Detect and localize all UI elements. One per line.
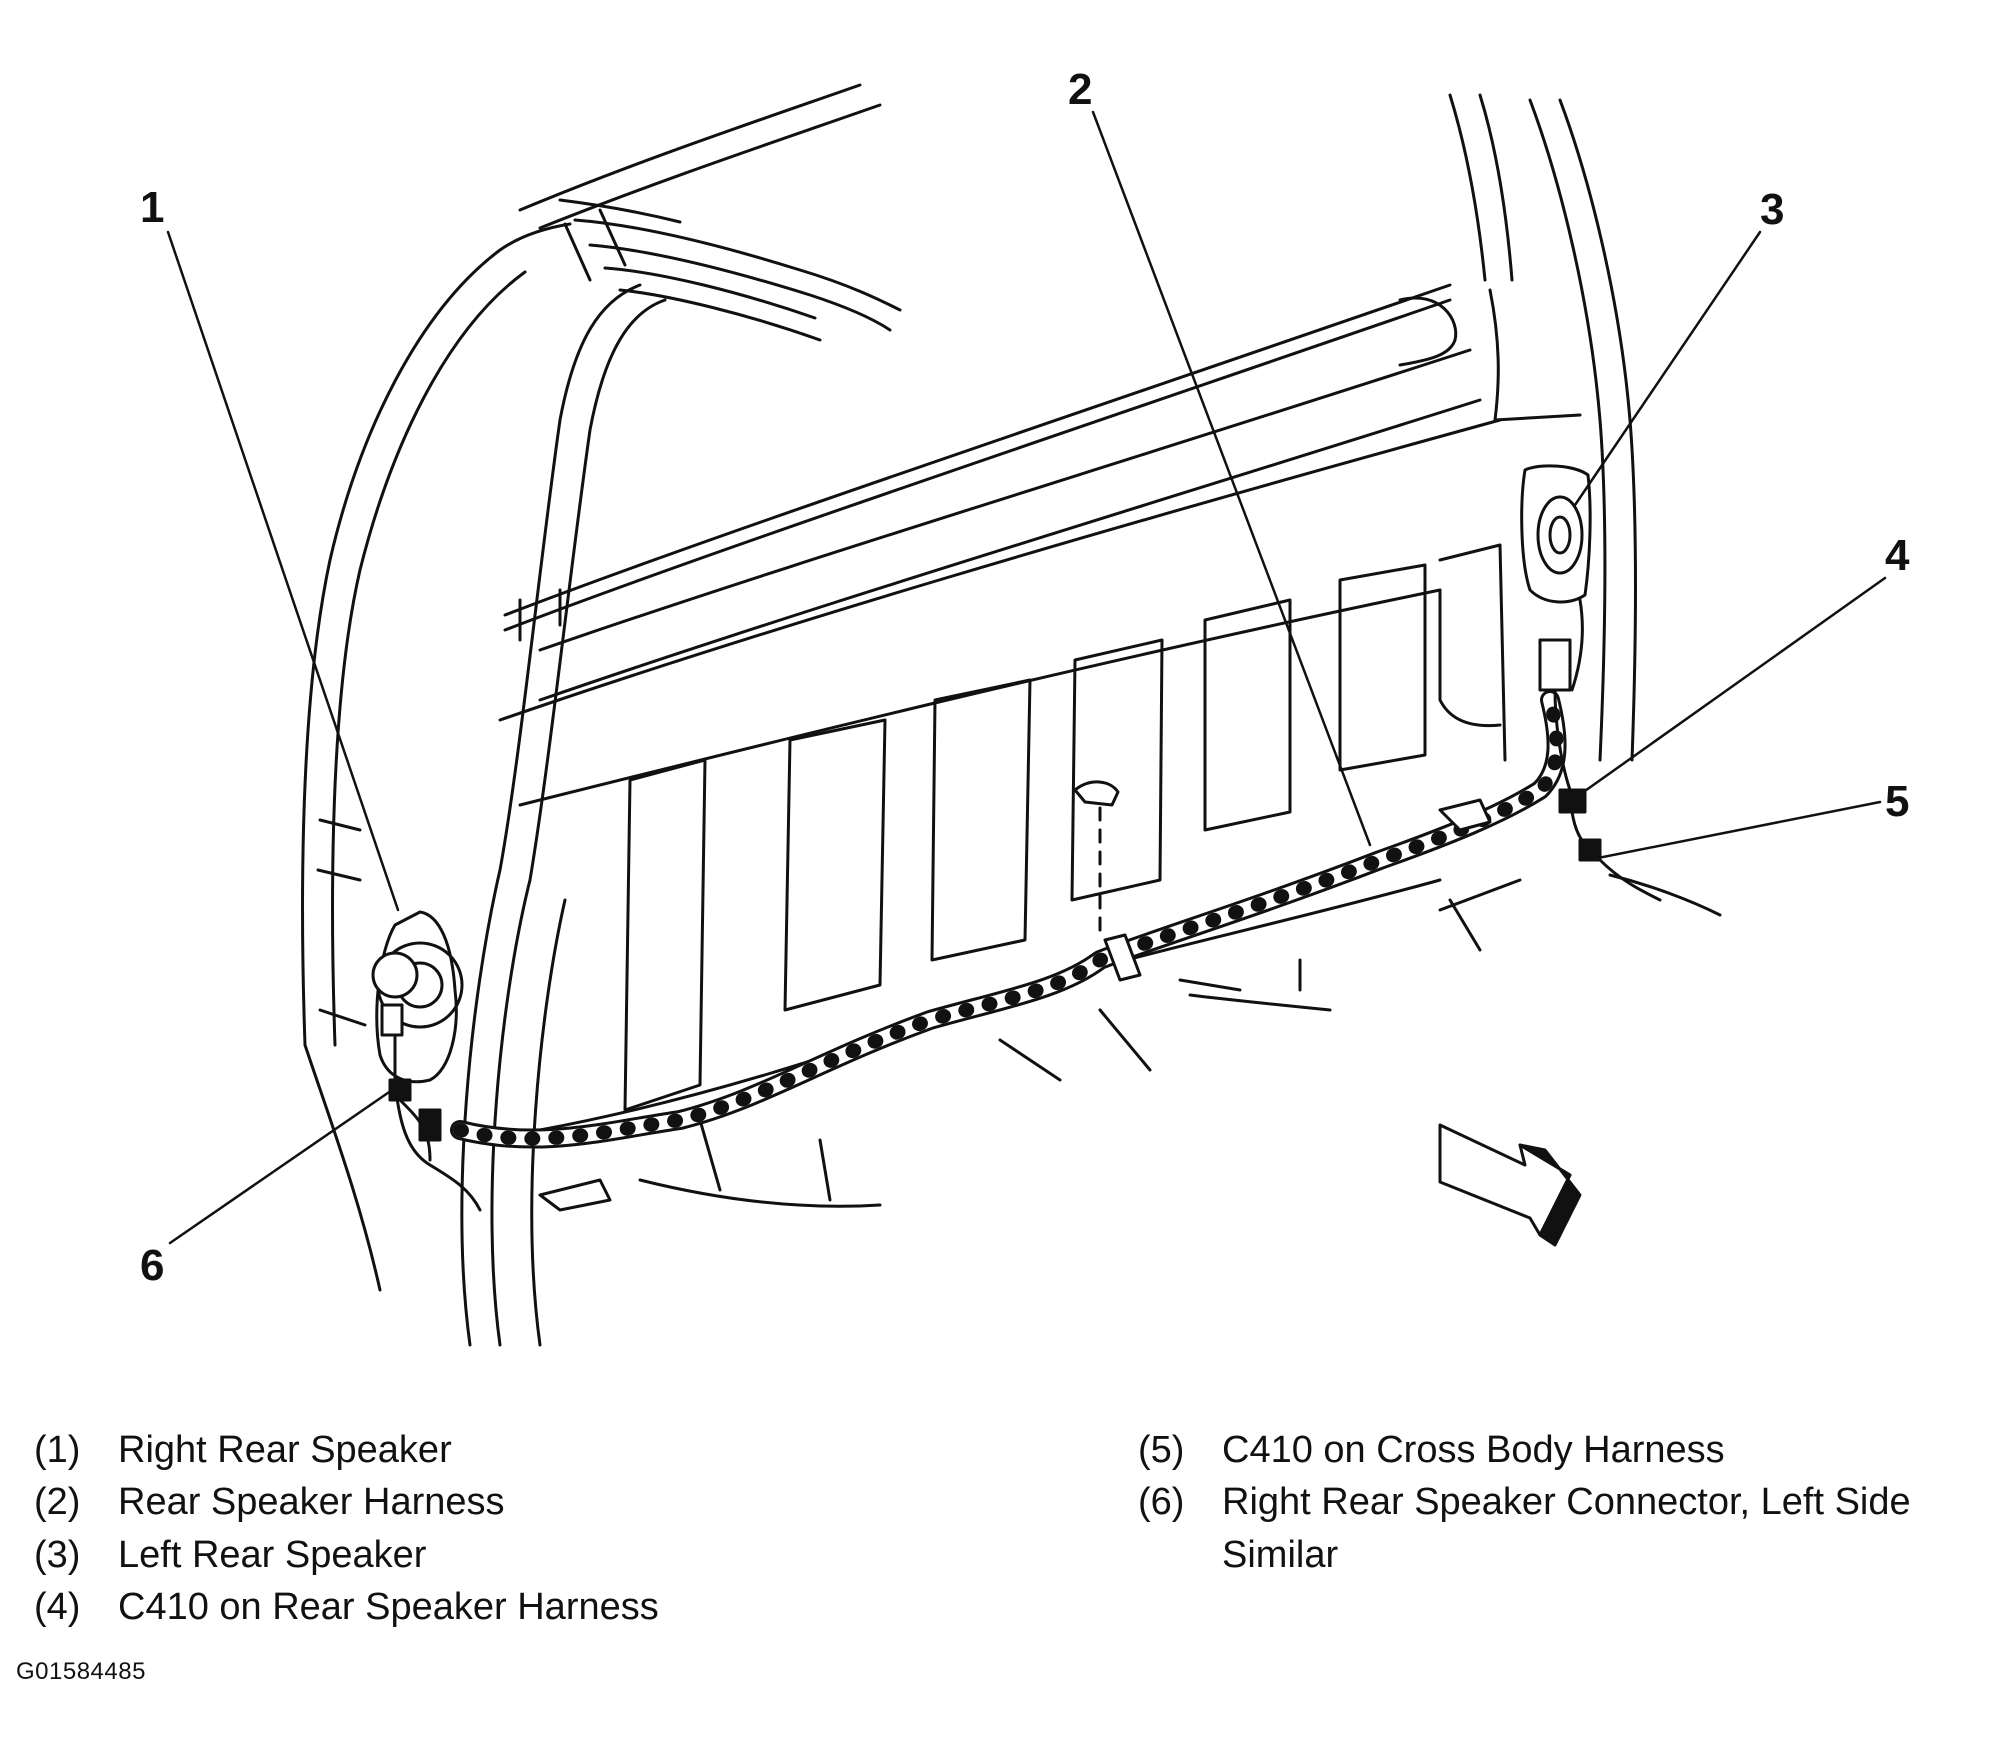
callout-1: 1 (140, 183, 164, 232)
leader-lines (166, 110, 1887, 1245)
legend-text: Rear Speaker Harness (118, 1481, 505, 1524)
legend-item-3: (3) Left Rear Speaker (34, 1529, 1074, 1581)
right-rear-speaker (371, 910, 482, 1212)
legend-item-6: (6) Right Rear Speaker Connector, Left S… (1138, 1476, 1978, 1581)
roof-rails (518, 83, 1637, 762)
legend-left: (1) Right Rear Speaker (2) Rear Speaker … (34, 1424, 1074, 1634)
legend-num: (6) (1138, 1481, 1185, 1524)
left-rear-speaker (1520, 464, 1722, 917)
left-pillar (301, 222, 667, 1347)
legend-num: (2) (34, 1481, 81, 1524)
callout-2: 2 (1068, 65, 1092, 114)
legend-right: (5) C410 on Cross Body Harness (6) Right… (1138, 1424, 1978, 1581)
legend-num: (4) (34, 1586, 81, 1629)
legend-item-1: (1) Right Rear Speaker (34, 1424, 1074, 1476)
figure-id: G01584485 (16, 1658, 146, 1685)
legend-item-4: (4) C410 on Rear Speaker Harness (34, 1581, 1074, 1633)
forward-arrow-icon (1438, 1123, 1582, 1247)
cab-back-wall (498, 283, 1582, 722)
legend-text: Left Rear Speaker (118, 1533, 427, 1576)
legend-text: C410 on Rear Speaker Harness (118, 1586, 659, 1629)
legend-text: Right Rear Speaker Connector, Left Side … (1222, 1481, 1911, 1576)
rear-speaker-harness (450, 690, 1567, 1212)
legend-text: Right Rear Speaker (118, 1429, 452, 1471)
legend-num: (1) (34, 1429, 81, 1471)
callout-5: 5 (1885, 777, 1909, 826)
callout-6: 6 (140, 1241, 164, 1290)
speaker-harness-diagram: 1 2 3 4 5 6 (140, 65, 1910, 1347)
callout-3: 3 (1760, 185, 1784, 234)
legend-item-5: (5) C410 on Cross Body Harness (1138, 1424, 1978, 1476)
back-panel-ribs (518, 543, 1507, 1112)
legend-text: C410 on Cross Body Harness (1222, 1429, 1725, 1471)
legend-num: (3) (34, 1533, 81, 1576)
callout-4: 4 (1885, 531, 1910, 580)
legend-num: (5) (1138, 1429, 1185, 1471)
legend-item-2: (2) Rear Speaker Harness (34, 1476, 1074, 1528)
cab-floor (538, 878, 1522, 1208)
